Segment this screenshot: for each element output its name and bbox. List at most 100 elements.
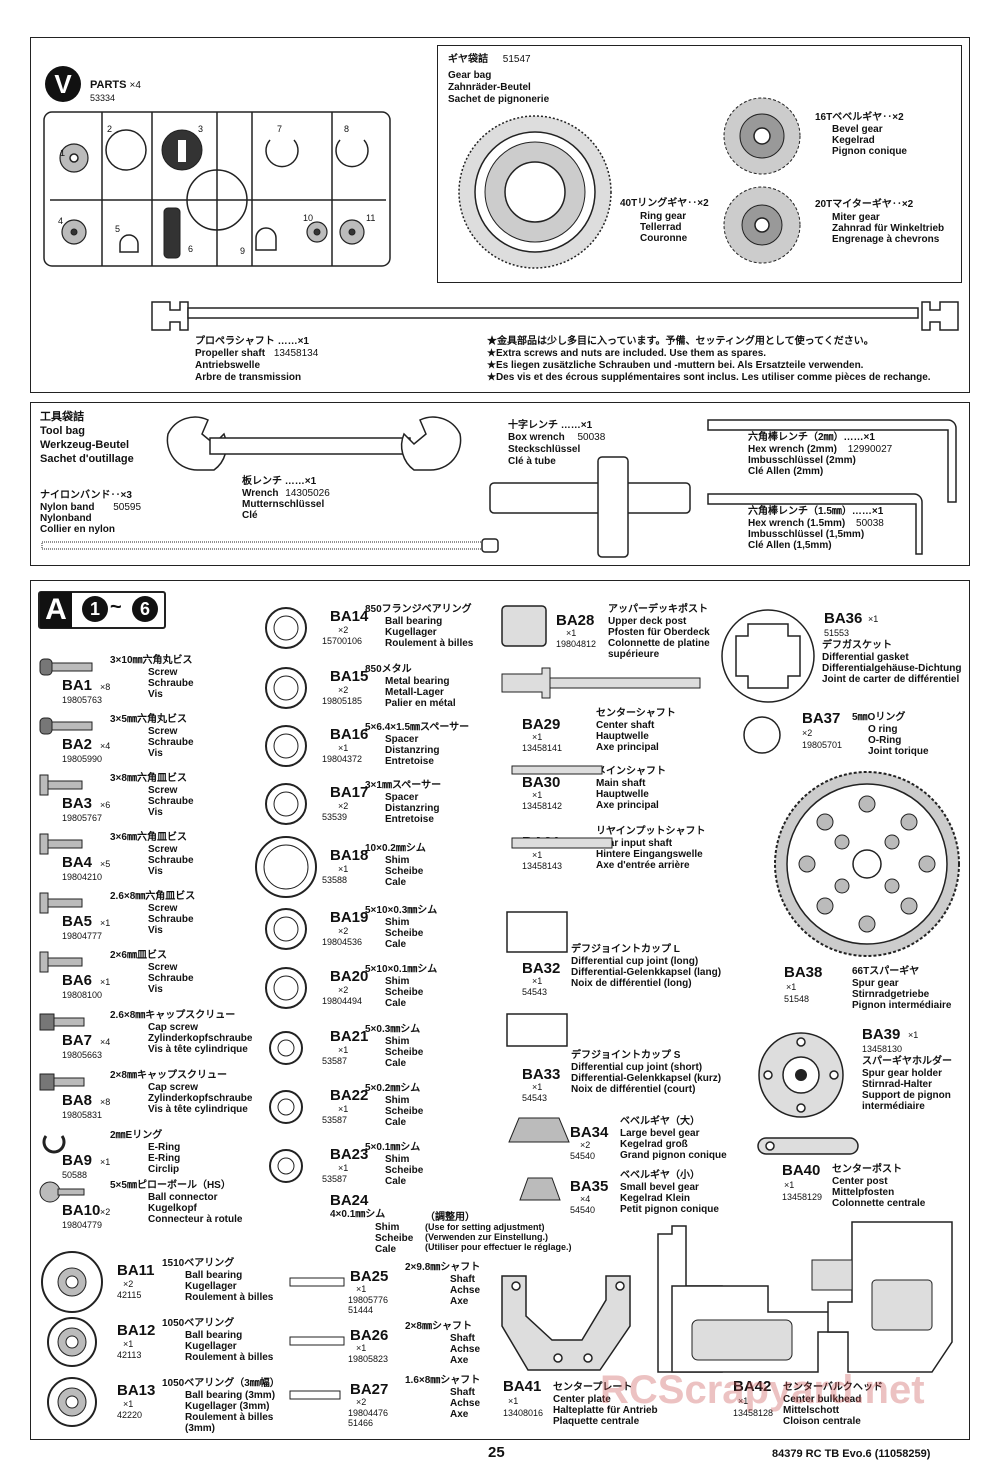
ba39-de: Stirnrad-Halter [862,1079,933,1090]
ba27-de: Achse [450,1398,481,1409]
ba34-en: Large bevel gear [620,1128,700,1139]
ba12-de: Kugellager [185,1341,237,1352]
ba12-ja: 1050ベアリング [162,1318,235,1329]
ba33-fr: Noix de différentiel (court) [571,1084,696,1095]
ba40-fr: Colonnette centrale [832,1198,926,1209]
ba35-de: Kegelrad Klein [620,1193,691,1204]
tool-bag-ja: 工具袋詰 [40,411,84,423]
ba13-code: BA13 [117,1382,156,1399]
ba22-qty: ×1 [338,1104,349,1114]
ba16-de: Distanzring [385,745,440,756]
box-wrench-en: Box wrench 50038 [508,432,606,443]
ring-gear-en: Ring gear [640,211,687,222]
screw-7-icon [39,1013,85,1031]
ba14-de: Kugellager [385,627,437,638]
ba16-ja: 5×6.4×1.5㎜スペーサー [365,722,470,733]
ba16-en: Spacer [385,734,419,745]
section-a-letter: A [40,592,72,628]
ba15-ja: 850メタル [365,664,412,675]
ba25-en: Shaft [450,1274,475,1285]
ba36-fr: Joint de carter de différentiel [822,674,960,685]
ba42-fr: Cloison centrale [783,1416,861,1427]
ba8-de: Zylinderkopfschraube [148,1093,253,1104]
hex-2mm-fr: Clé Allen (2mm) [748,466,824,477]
o-ring-drawing [743,716,781,754]
shim-14-icon [265,607,307,649]
part-num-9: 9 [240,246,246,256]
gear-bag-ja: ギヤ袋詰 51547 [448,54,531,65]
box-wrench-drawing [489,456,691,558]
ba39-fr: Support de pignon [862,1090,951,1101]
propeller-shaft-ja: プロペラシャフト ……×1 [195,336,309,347]
ba7-qty: ×4 [100,1037,111,1047]
ba38-de: Stirnradgetriebe [852,989,930,1000]
ba38-qty: ×1 [786,982,797,992]
gear-bag-en: Gear bag [448,70,492,81]
ba19-qty: ×2 [338,926,349,936]
ba28-num: 19804812 [556,639,597,649]
ba10-ja: 5×5㎜ピローボール（HS） [110,1180,231,1191]
ba40-ja: センターポスト [832,1164,902,1175]
ba9-num: 50588 [62,1170,88,1180]
wrench-en: Wrench 14305026 [242,488,330,499]
parts-v-badge: V [45,66,81,102]
part-num-1: 1 [60,148,66,158]
ba15-qty: ×2 [338,685,349,695]
ba11-num: 42115 [117,1290,142,1300]
ba13-en: Ball bearing (3mm) [185,1390,276,1401]
tool-bag-de: Werkzeug-Beutel [40,439,130,451]
ba31-fr: Axe d'entrée arrière [596,860,690,871]
nylon-band-de: Nylonband [40,513,92,524]
ba3-qty: ×6 [100,800,111,810]
ba27-code: BA27 [350,1381,389,1398]
ba12-fr: Roulement à billes [185,1352,274,1363]
ba20-de: Scheibe [385,987,424,998]
ba5-code: BA5 [62,913,93,930]
ba5-num: 19804777 [62,931,103,941]
ba29-qty: ×1 [532,732,543,742]
spur-gear-drawing [774,771,960,957]
ba36-qty: ×1 [868,614,879,624]
ba25-de: Achse [450,1285,481,1296]
box-wrench-fr: Clé à tube [508,456,556,467]
bevel-gear-en: Bevel gear [832,124,883,135]
ba22-num: 53587 [322,1115,348,1125]
bevel-gear-ja: 16Tベベルギヤ‥×2 [815,112,904,123]
shim-22-icon [269,1090,303,1124]
center-shaft-icon [501,667,701,699]
nylon-band-drawing [41,538,499,553]
ba33-qty: ×1 [532,1082,543,1092]
ba33-de: Differential-Gelenkkapsel (kurz) [571,1073,722,1084]
main-shaft-icon [511,765,603,775]
ba24-code: BA24 [330,1192,369,1209]
ba28-en: Upper deck post [608,616,687,627]
shaft-26-icon [289,1336,345,1346]
ba27-en: Shaft [450,1387,475,1398]
ba35-fr: Petit pignon conique [620,1204,719,1215]
ba26-en: Shaft [450,1333,475,1344]
ba2-de: Schraube [148,737,194,748]
hex-15mm-ja: 六角棒レンチ（1.5㎜）……×1 [748,506,884,517]
center-plate-drawing [501,1275,631,1371]
hex-15mm-fr: Clé Allen (1,5mm) [748,540,832,551]
ba16-fr: Entretoise [385,756,434,767]
ba5-en: Screw [148,903,178,914]
ba37-ja: 5㎜Oリング [852,712,906,723]
ba18-ja: 10×0.2㎜シム [365,843,426,854]
ba10-qty: ×2 [100,1207,111,1217]
ba24-ja: （調整用） [425,1212,475,1223]
miter-gear-de: Zahnrad für Winkeltrieb [832,223,945,234]
ba39-ja: スパーギヤホルダー [862,1056,952,1067]
ba26-fr: Axe [450,1355,469,1366]
ba30-code: BA30 [522,774,561,791]
ba22-ja: 5×0.2㎜シム [365,1083,421,1094]
shim-18-icon [255,836,317,898]
ba27-qty: ×2 [356,1397,367,1407]
ba42-qty: ×1 [738,1396,749,1406]
ba37-de: O-Ring [868,735,902,746]
gear-bag-fr: Sachet de pignonerie [448,94,550,105]
ba22-fr: Cale [385,1117,407,1128]
ba9-qty: ×1 [100,1157,111,1167]
propeller-shaft-fr: Arbre de transmission [195,372,302,383]
part-num-3: 3 [198,124,204,134]
